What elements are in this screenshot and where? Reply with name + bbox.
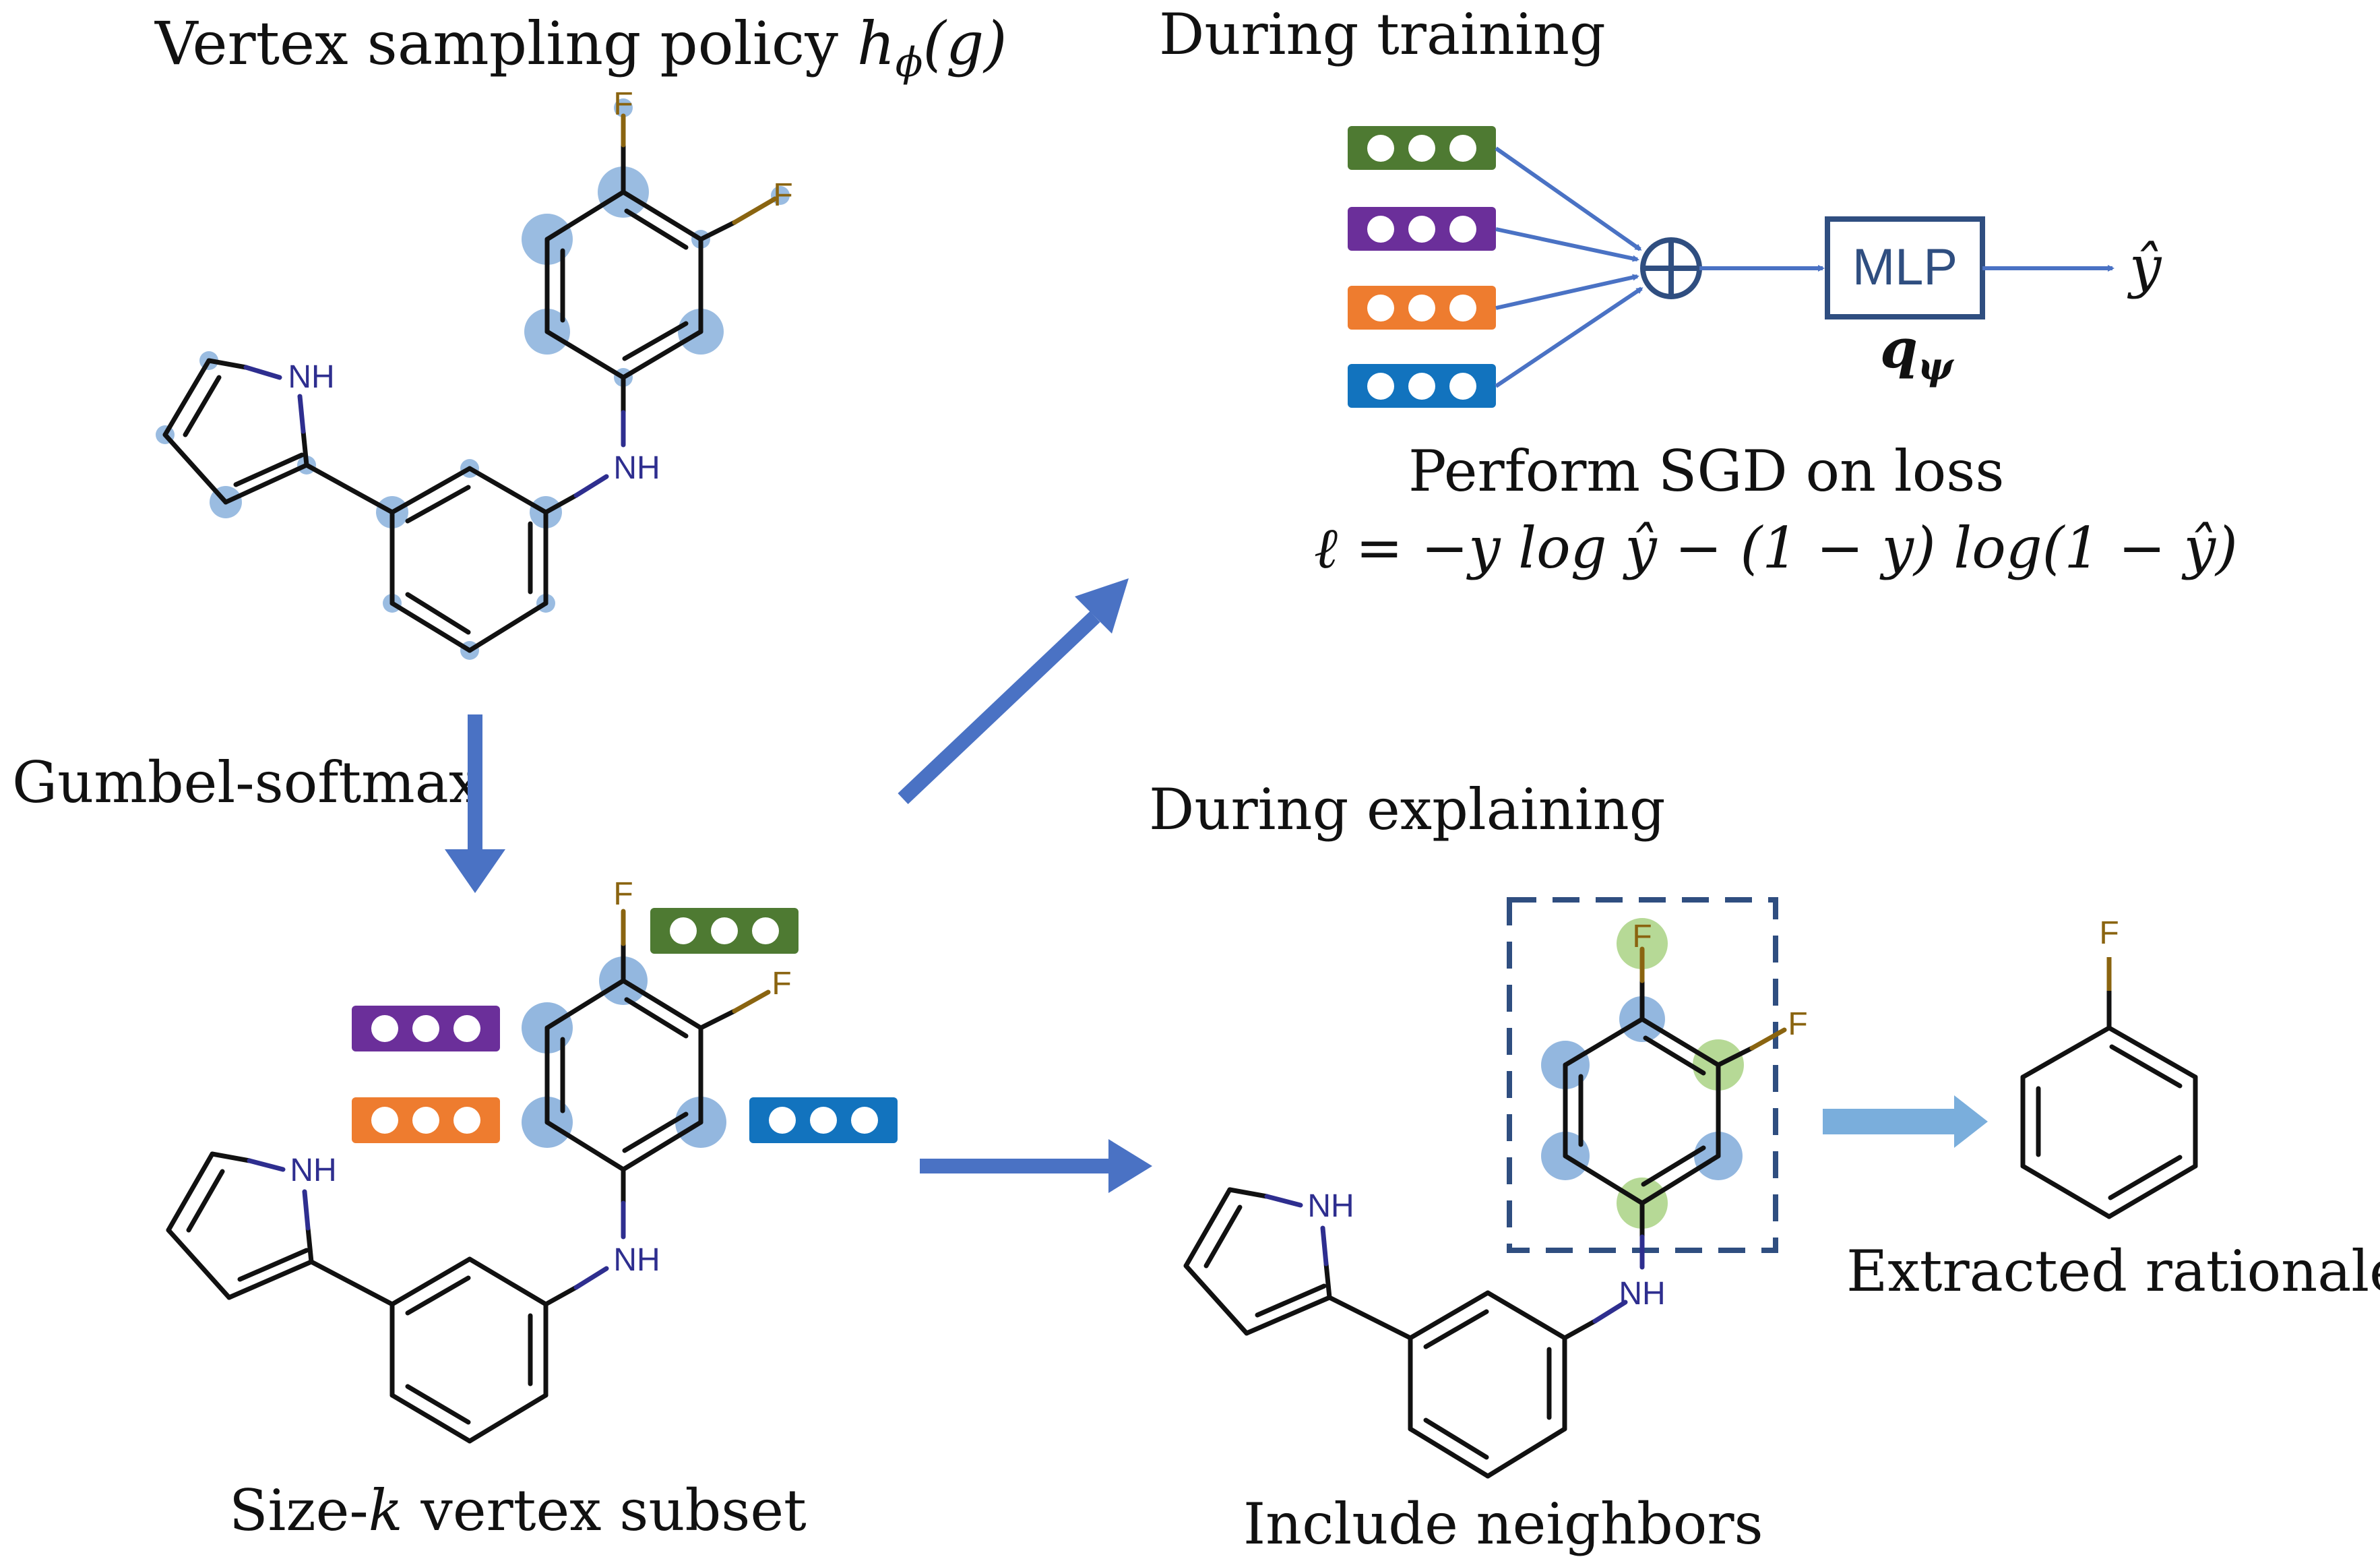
atom-nh: NH [290,1153,336,1188]
atom-f: F [1788,1006,1807,1042]
atom-nh: NH [1307,1188,1354,1224]
perform-sgd-label: Perform SGD on loss [1408,438,2005,504]
atom-nh: NH [613,450,660,486]
subset-highlights [522,956,726,1148]
subset-caption: Size-k vertex subset [229,1477,807,1544]
embedding-blue [749,1097,898,1143]
training-embeddings [1348,126,1496,408]
atom-f: F [613,86,633,122]
during-explaining-label: During explaining [1149,776,1666,843]
atom-f: F [1632,919,1652,954]
embedding-green [650,908,798,954]
subset-heteroatom-bonds [210,909,771,1307]
include-neighbors-caption: Include neighbors [1243,1491,1763,1557]
loss-formula: ℓ = −y log ŷ − (1 − y) log(1 − ŷ) [1314,515,2238,581]
y-hat-output: ŷ [2127,234,2162,300]
sampling-bonds [162,189,703,653]
molecule-sampling-policy: F F NH NH [156,86,793,660]
subset-bonds [166,978,703,1444]
q-psi-label: qψ [1880,317,1955,389]
gumbel-label: Gumbel-softmax [12,750,480,816]
atom-nh: NH [288,359,334,395]
atom-nh: NH [613,1242,660,1278]
to-rationale-arrow [1823,1095,1988,1148]
vertex-policy-title: Vertex sampling policy hϕ(g) [154,9,1007,86]
embedding-green [1348,126,1496,170]
embedding-blue [1348,364,1496,408]
molecule-include-neighbors: F F NH NH [1183,897,1808,1479]
neighbor-bonds [1183,1016,1721,1479]
atom-f: F [772,966,791,1002]
molecule-vertex-subset: F F NH NH [166,876,898,1444]
embedding-orange [352,1097,500,1143]
sum-operator-icon [1640,237,1702,299]
neighbor-heteroatom-bonds [1227,946,1787,1341]
embedding-purple [352,1006,500,1051]
subset-embeddings [352,908,898,1143]
to-explaining-arrow [920,1139,1152,1193]
embedding-purple [1348,207,1496,251]
atom-nh: NH [1619,1276,1665,1312]
atom-f: F [773,177,792,213]
mlp-box: MLP [1825,216,1985,319]
embedding-orange [1348,286,1496,330]
sampling-highlights [156,98,790,660]
extracted-rationale-caption: Extracted rationale [1846,1238,2380,1304]
gumbel-arrow [445,714,505,893]
molecule-extracted-rationale: F [2020,915,2198,1219]
sampling-heteroatom-bonds [206,113,778,515]
atom-f: F [613,876,633,912]
during-training-label: During training [1159,1,1606,67]
to-training-arrow [898,578,1129,804]
atom-f: F [2099,915,2119,951]
svg-text:MLP: MLP [1852,239,1958,296]
embedding-connectors [1495,146,1643,388]
